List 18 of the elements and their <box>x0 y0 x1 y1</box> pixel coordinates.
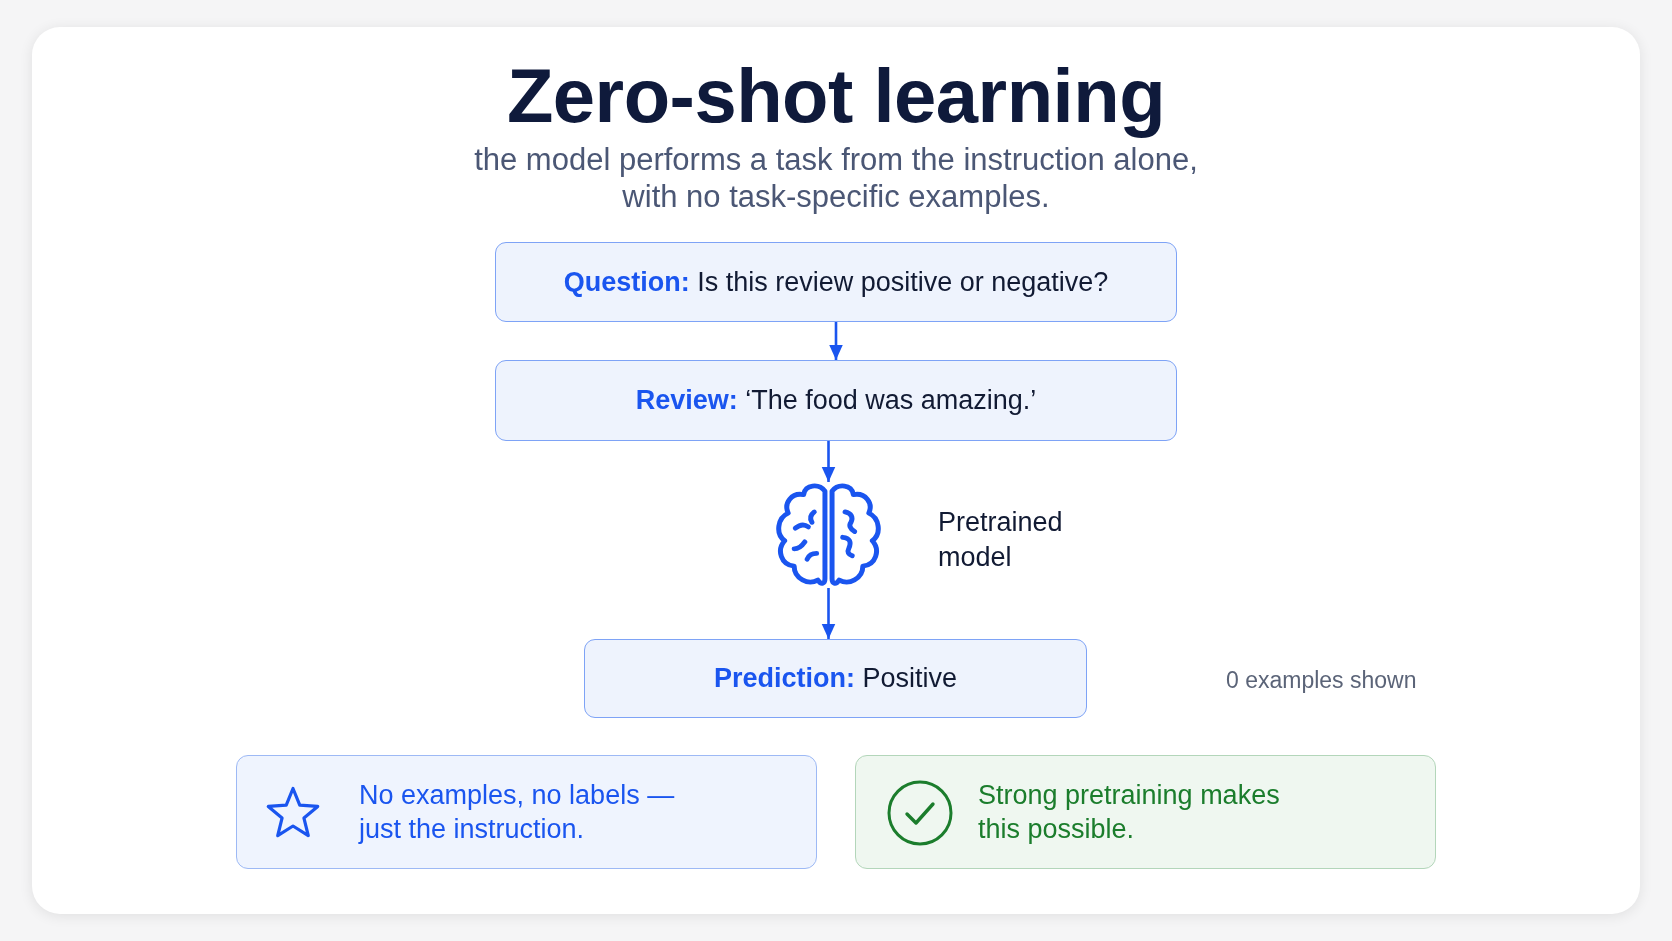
brain-icon <box>774 482 883 588</box>
process-box <box>495 242 1177 322</box>
node-caption: Pretrained model <box>938 506 1064 574</box>
subtitle: the model performs a task from the instruction alone, with no task-specific examples. <box>473 141 1199 215</box>
title: Zero-shot learning <box>506 55 1166 137</box>
arrow <box>821 441 836 482</box>
node-text: Strong pretraining makes this possible. <box>978 779 1281 846</box>
process-box <box>584 639 1087 718</box>
process-box <box>495 360 1177 441</box>
arrow <box>821 588 836 639</box>
note-box <box>855 755 1436 869</box>
annotation-text: 0 examples shown <box>1226 666 1417 694</box>
note-box <box>236 755 817 869</box>
node-text: Review: ‘The food was amazing.’ <box>635 385 1037 416</box>
node-text: Question: Is this review positive or negative? <box>563 266 1109 298</box>
node-text: No examples, no labels — just the instruction. <box>359 779 676 846</box>
node-text: Prediction: Positive <box>713 663 958 694</box>
arrow <box>829 322 843 360</box>
